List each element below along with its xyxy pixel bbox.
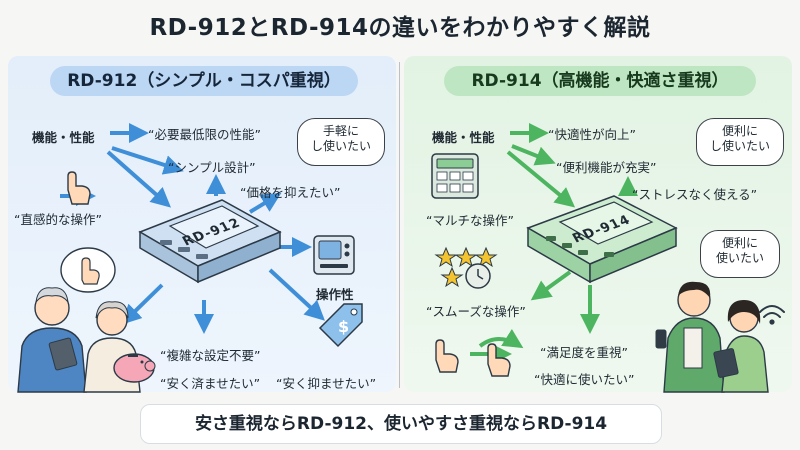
rd912-minimum-label: “必要最低限の性能” (148, 127, 261, 142)
keypad-icon (431, 153, 479, 199)
rd914-device (526, 195, 678, 284)
wifi-icon (759, 305, 785, 325)
elderly-couple-illustration (17, 287, 141, 393)
rd914-comfortable-label: “快適に使いたい” (534, 372, 635, 387)
rd912-simple-label: “シンプル設計” (168, 160, 256, 175)
rd912-arrows (60, 123, 325, 334)
rd914-multi-label: “マルチな操作” (426, 213, 514, 228)
piggy-bank-icon (113, 353, 156, 383)
rd914-smooth-label: “スムーズな操作” (426, 304, 526, 319)
rd914-comfort-label: “快適性が向上” (548, 127, 636, 142)
rd912-speech-bubble: 手軽に し使いたい (297, 118, 385, 166)
rd912-cheap-hold-label: “安く抑ませたい” (276, 376, 377, 391)
clock-icon (465, 263, 491, 289)
young-couple-illustration (655, 281, 769, 393)
hand-pointer-icon (67, 171, 91, 205)
rd912-price-label: “価格を抑えたい” (240, 185, 341, 200)
stars-icon (434, 246, 498, 288)
rd914-speech-bubble-top: 便利に し使いたい (696, 118, 784, 166)
rd914-arrows (470, 123, 638, 364)
panel-divider (399, 62, 400, 388)
rd914-stressless-label: “ストレスなく使える” (632, 187, 758, 202)
svg-text:$: $ (338, 317, 349, 336)
rd914-convenience-label: “便利機能が充実” (556, 160, 657, 175)
rd914-speech-bubble-mid: 便利に 使いたい (700, 230, 780, 278)
rd912-intuitive-label: “直感的な操作” (14, 212, 102, 227)
page-title: RD-912とRD-914の違いをわかりやすく解説 (149, 15, 651, 41)
rd914-satisfaction-label: “満足度を重視” (540, 345, 628, 360)
rd912-cheap-finish-label: “安く済ませたい” (160, 376, 261, 391)
remote-display-icon (313, 235, 355, 275)
rd912-nosetup-label: “複雑な設定不要” (160, 348, 261, 363)
rd912-device (138, 199, 282, 284)
rd912-header: RD-912（シンプル・コスパ重視） (50, 66, 358, 96)
conclusion-banner: 安さ重視ならRD-912、使いやすさ重視ならRD-914 (140, 404, 662, 444)
swipe-hand-icon (487, 343, 511, 377)
rd914-header: RD-914（高機能・快適さ重視） (444, 66, 756, 96)
pointing-hand-bubble (60, 247, 116, 293)
rd912-operability-label: 操作性 (316, 287, 354, 302)
price-tag-icon: $ (318, 303, 363, 348)
rd914-features-label: 機能・性能 (432, 130, 495, 145)
swipe-hand-icon (435, 339, 459, 373)
rd912-features-label: 機能・性能 (32, 130, 95, 145)
